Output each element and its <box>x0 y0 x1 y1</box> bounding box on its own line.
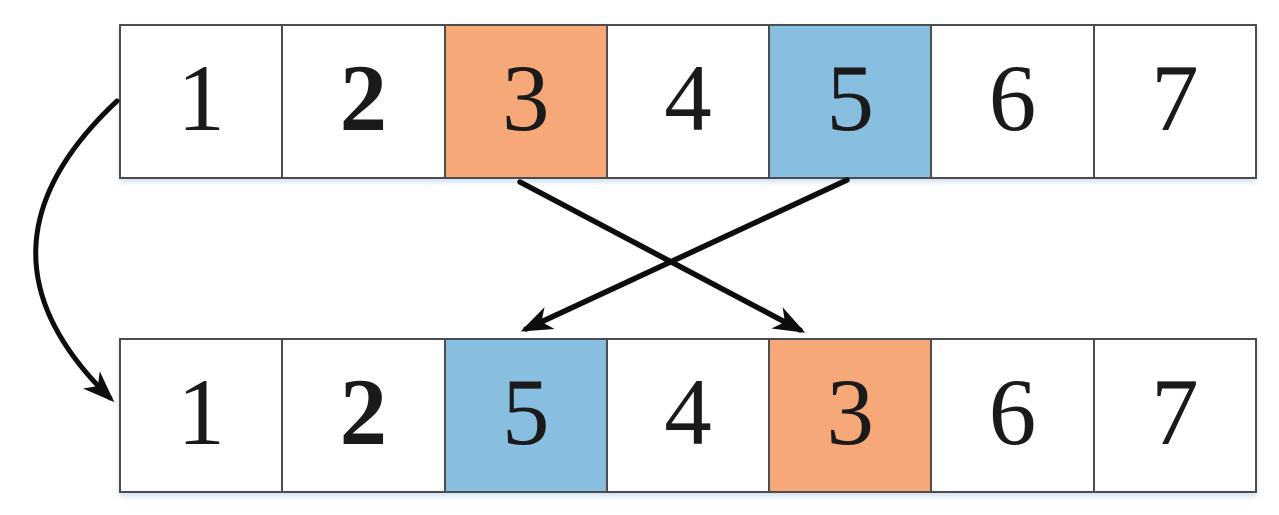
swap-arrow-blue <box>520 177 850 332</box>
cell-after-4: 4 <box>605 340 769 491</box>
array-row-before: 1 2 3 4 5 6 7 <box>119 24 1257 179</box>
cell-after-3: 5 <box>443 340 606 491</box>
cell-before-5: 5 <box>768 26 931 177</box>
cell-after-2: 2 <box>281 340 444 491</box>
cell-after-5: 3 <box>768 340 931 491</box>
swap-arrow-orange <box>517 179 806 333</box>
row-transition-arrow <box>33 98 120 403</box>
cell-before-4: 4 <box>605 26 769 177</box>
cell-after-7: 7 <box>1092 340 1255 491</box>
cell-before-7: 7 <box>1092 26 1255 177</box>
cell-after-6: 6 <box>930 340 1093 491</box>
cell-before-1: 1 <box>121 26 282 177</box>
cell-after-1: 1 <box>121 340 282 491</box>
cell-before-2: 2 <box>281 26 444 177</box>
cell-before-6: 6 <box>930 26 1093 177</box>
cell-before-3: 3 <box>443 26 606 177</box>
array-row-after: 1 2 5 4 3 6 7 <box>119 338 1257 493</box>
